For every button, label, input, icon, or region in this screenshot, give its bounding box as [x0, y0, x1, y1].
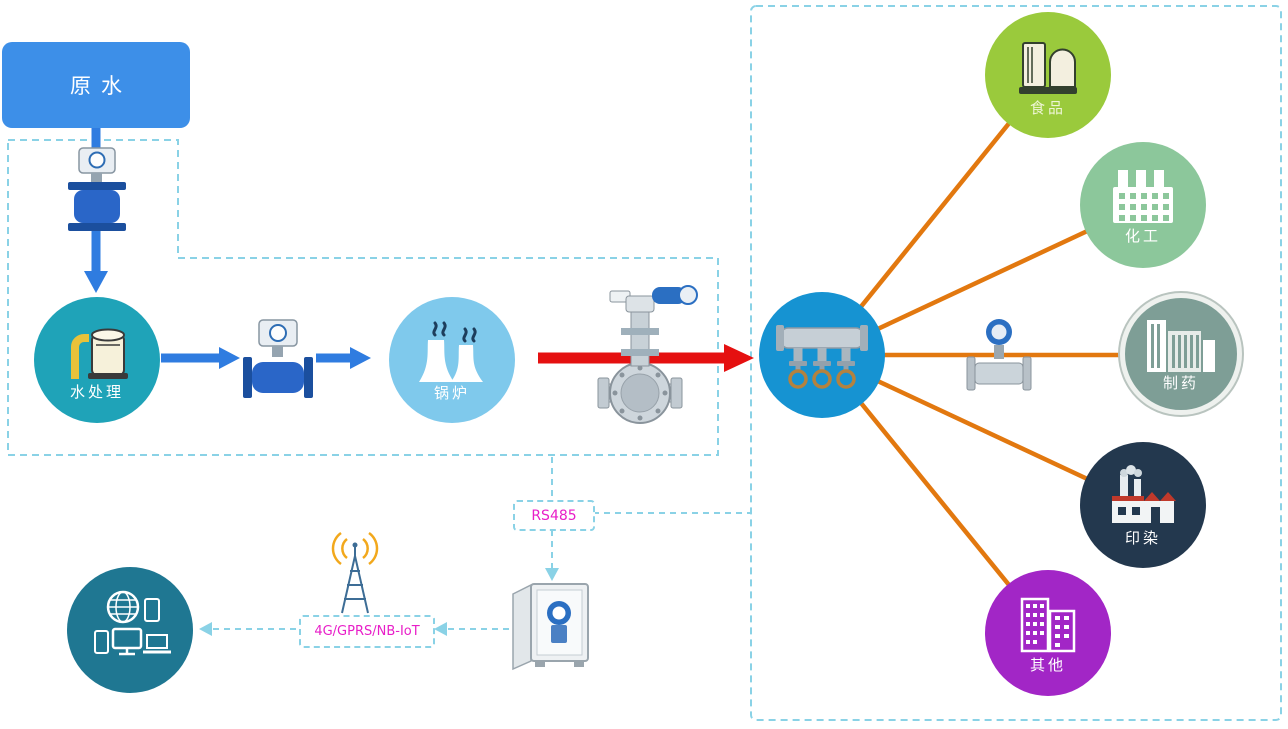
steam-users-zone-boundary: [750, 5, 1282, 721]
industrial-buildings-icon: [1147, 319, 1215, 372]
wireless-label: 4G/GPRS/NB-IoT: [299, 615, 435, 648]
node-boiler: 锅炉: [389, 297, 515, 423]
devices-network-icon: [94, 590, 171, 656]
node-pharmaceutical-label: 制药: [1162, 373, 1199, 392]
raw-water-box: 原水: [2, 42, 190, 128]
factory-icon: [1113, 169, 1173, 223]
node-other: 其他: [985, 570, 1111, 696]
measurement-zone-boundary: [7, 139, 719, 456]
comm-arrowheads: [199, 568, 559, 636]
turbine-flowmeter: [966, 319, 1032, 391]
node-printing-dyeing: 印染: [1080, 442, 1206, 568]
em-flowmeter-vertical: [68, 147, 126, 231]
steam-manifold-icon: [776, 325, 868, 389]
comm-links: [212, 457, 750, 630]
city-buildings-icon: [1020, 597, 1076, 652]
rs485-label: RS485: [513, 500, 595, 531]
node-chemical: 化工: [1080, 142, 1206, 268]
node-steam-manifold: [759, 292, 885, 418]
node-pharmaceutical: 制药: [1120, 293, 1242, 415]
node-food: 食品: [985, 12, 1111, 138]
raw-water-label: 原水: [70, 74, 132, 98]
antenna-icon: [331, 531, 379, 614]
storage-tanks-icon: [1019, 41, 1077, 94]
node-other-label: 其他: [1029, 655, 1066, 674]
node-boiler-label: 锅炉: [433, 383, 470, 402]
water-tank-icon: [71, 328, 128, 379]
wireless-text: 4G/GPRS/NB-IoT: [314, 624, 420, 639]
em-flowmeter-horizontal: [243, 319, 313, 398]
node-printing-dyeing-label: 印染: [1124, 528, 1161, 547]
rs485-text: RS485: [531, 507, 577, 524]
node-chemical-label: 化工: [1124, 226, 1161, 245]
vortex-flowmeter-valve: [597, 285, 698, 424]
node-water-treatment-label: 水处理: [69, 382, 124, 401]
cooling-towers-icon: [419, 321, 483, 382]
node-monitoring-center: [67, 567, 193, 693]
node-food-label: 食品: [1029, 98, 1066, 117]
telemetry-cabinet: [512, 583, 589, 671]
dye-mill-icon: [1112, 464, 1176, 523]
node-water-treatment: 水处理: [34, 297, 160, 423]
